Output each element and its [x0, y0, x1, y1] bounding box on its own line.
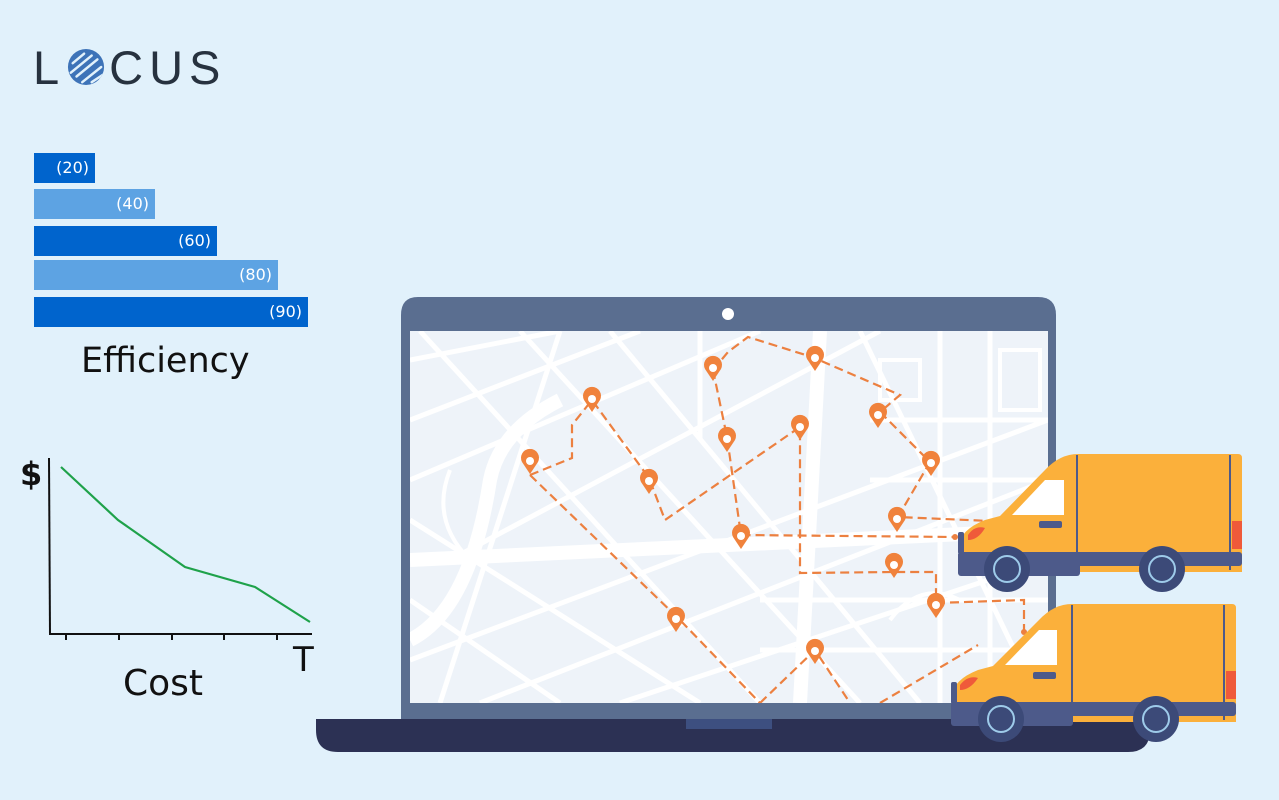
webcam-icon [722, 308, 734, 320]
efficiency-bar-90: (90) [34, 297, 308, 327]
locus-logo: L CUS [33, 40, 227, 94]
efficiency-bar-60: (60) [34, 226, 217, 256]
laptop-notch [686, 719, 772, 729]
cost-line [60, 466, 311, 623]
efficiency-bar-40: (40) [34, 189, 155, 219]
cost-line-chart [48, 457, 312, 640]
efficiency-bar-20: (20) [34, 153, 95, 183]
cost-label: Cost [123, 663, 204, 704]
delivery-truck-2 [951, 604, 1236, 742]
delivery-truck-1 [958, 454, 1242, 592]
y-axis [48, 457, 51, 636]
globe-icon [68, 48, 105, 86]
cost-x-axis-label: T [293, 640, 314, 680]
efficiency-bar-80: (80) [34, 260, 278, 290]
location-pins [521, 345, 945, 664]
map-streets [410, 331, 1048, 703]
logo-letter-l: L [33, 40, 66, 94]
efficiency-label: Efficiency [81, 341, 250, 381]
laptop-base [316, 719, 1150, 752]
logo-letters-cus: CUS [109, 40, 227, 94]
cost-y-axis-label: $ [20, 455, 43, 493]
